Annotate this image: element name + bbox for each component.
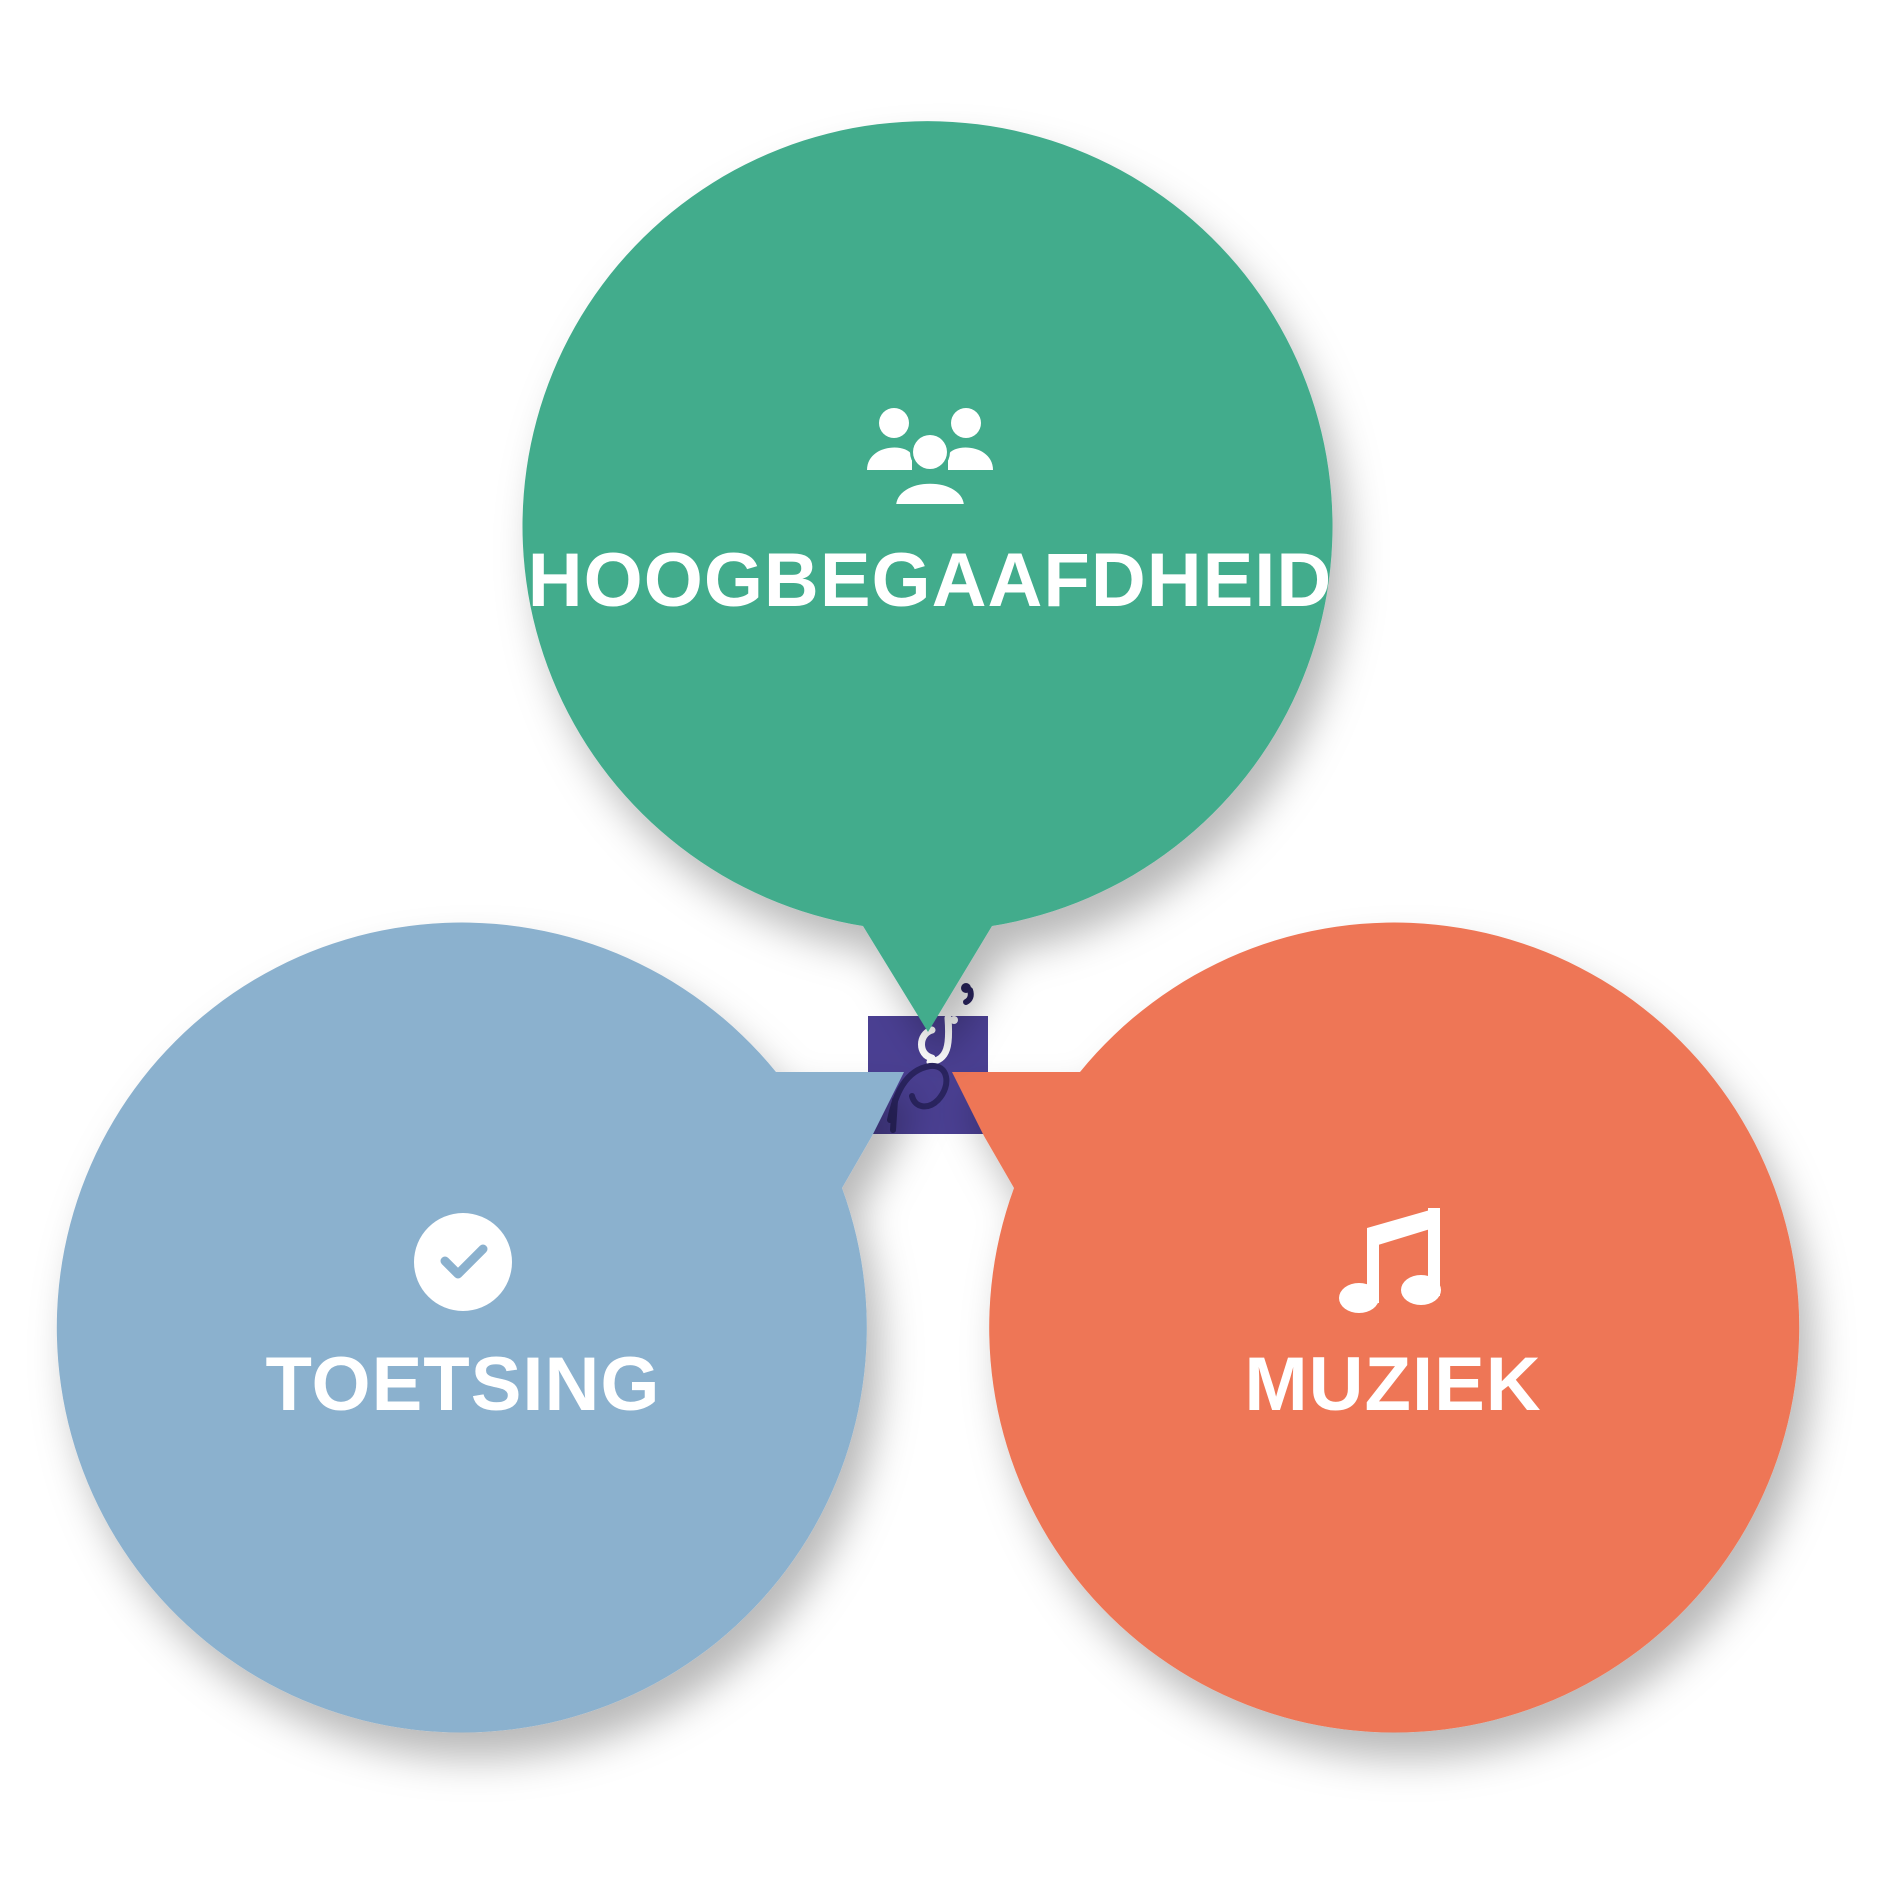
- bubble-label-muziek: MUZIEK: [1244, 1342, 1541, 1427]
- music-note-icon: [1339, 1208, 1441, 1313]
- bubble-label-hoogbegaafdheid: HOOGBEGAAFDHEID: [528, 538, 1333, 623]
- bubble-shape-right: [952, 922, 1800, 1733]
- clef-logo-dark-icon: [887, 983, 974, 1133]
- bubble-shape-top: [522, 121, 1333, 1033]
- bubble-shape-left: [56, 922, 905, 1733]
- bubble-toetsing: TOETSING: [56, 922, 905, 1733]
- bubble-hoogbegaafdheid: HOOGBEGAAFDHEID: [522, 121, 1333, 1033]
- clef-logo-icon: [918, 1014, 958, 1066]
- bubble-muziek: MUZIEK: [952, 922, 1800, 1733]
- users-group-icon: [867, 408, 993, 510]
- check-circle-icon: [414, 1213, 512, 1311]
- bubble-label-toetsing: TOETSING: [265, 1342, 660, 1427]
